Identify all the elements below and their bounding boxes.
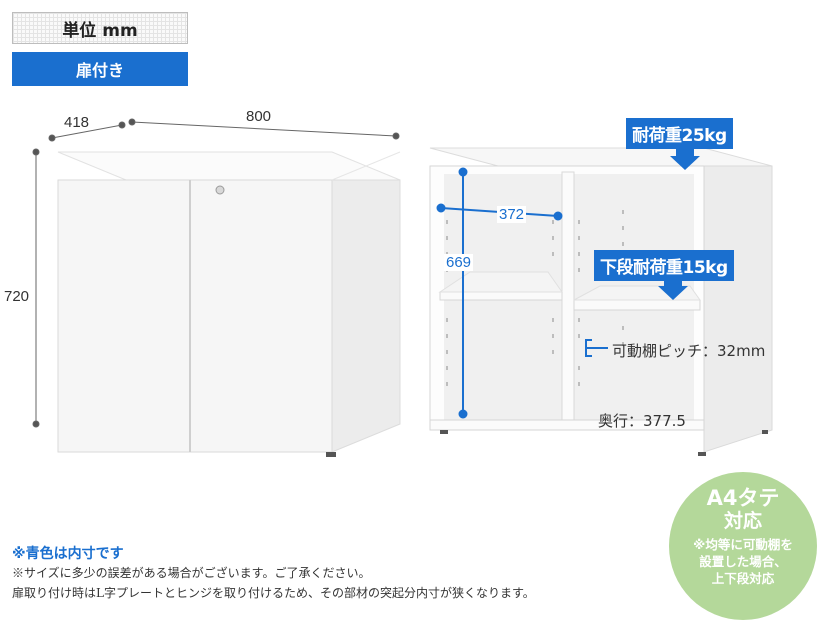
type-label: 扉付き xyxy=(12,52,188,86)
door-cabinet-drawing xyxy=(57,151,401,457)
badge-note-line: 設置した場合、 xyxy=(699,554,787,569)
unit-label: 単位 mm xyxy=(12,12,188,44)
badge-note-line: ※均等に可動棚を xyxy=(693,537,793,552)
top-load-label: 耐荷重25kg xyxy=(626,118,733,149)
note-line: 扉取り付け時はL字プレートとヒンジを取り付けるため、その部材の突起分内寸が狭くな… xyxy=(12,586,535,600)
inner-depth-label: 奥行：377.5 xyxy=(598,412,686,430)
inner-height-dimension: 669 xyxy=(444,254,474,271)
badge-subtitle: 対応 xyxy=(723,510,762,532)
inner-width-dimension: 372 xyxy=(497,206,527,223)
top-load-arrow-icon xyxy=(670,146,700,170)
depth-dimension: 418 xyxy=(64,114,90,131)
badge-note-line: 上下段対応 xyxy=(711,571,775,586)
note-line: ※サイズに多少の誤差がある場合がございます。ご了承ください。 xyxy=(12,566,371,580)
notes: ※青色は内寸です ※サイズに多少の誤差がある場合がございます。ご了承ください。 … xyxy=(12,545,535,603)
lower-load-label: 下段耐荷重15kg xyxy=(594,250,734,281)
badge-note: ※均等に可動棚を 設置した場合、 上下段対応 xyxy=(693,536,793,587)
lock-icon xyxy=(215,185,225,195)
blue-note: ※青色は内寸です xyxy=(12,546,124,562)
height-dimension: 720 xyxy=(4,288,30,305)
a4-badge: A4タテ 対応 ※均等に可動棚を 設置した場合、 上下段対応 xyxy=(669,472,817,620)
badge-title: A4タテ xyxy=(706,486,780,510)
pitch-label: 可動棚ピッチ：32mm xyxy=(612,342,766,360)
width-dimension: 800 xyxy=(246,108,272,125)
